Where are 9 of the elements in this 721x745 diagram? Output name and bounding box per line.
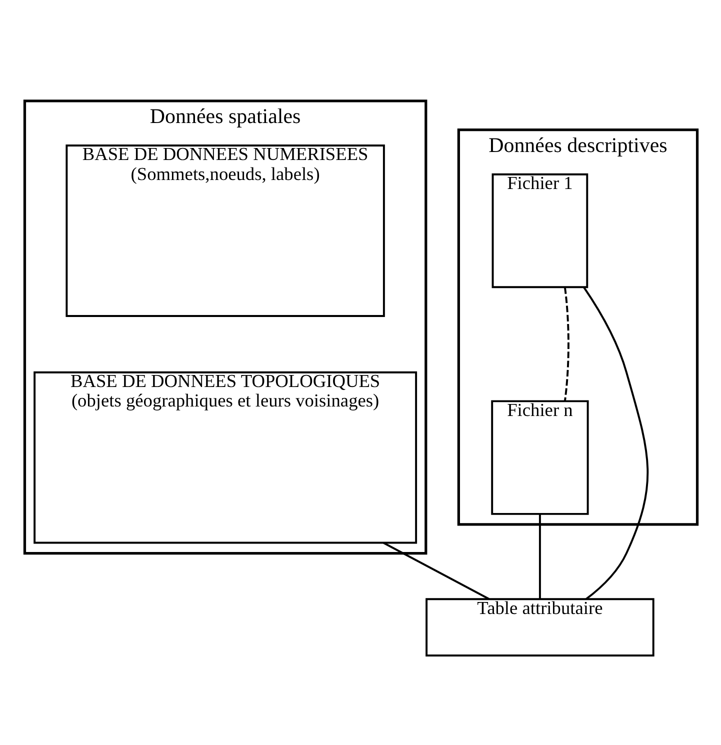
node-box: Fichier n <box>490 400 588 514</box>
connector <box>382 542 490 600</box>
connector <box>538 514 540 598</box>
node-box: BASE DE DONNEES TOPOLOGIQUES (objets géographiques et leurs voisinages) <box>33 370 417 544</box>
connector <box>582 286 648 600</box>
node-box: Table attributaire <box>425 598 654 656</box>
connector <box>563 286 569 401</box>
node-box: Fichier 1 <box>491 172 588 288</box>
node-box: BASE DE DONNEES NUMERISEES (Sommets,noeuds, labels) <box>65 144 384 316</box>
